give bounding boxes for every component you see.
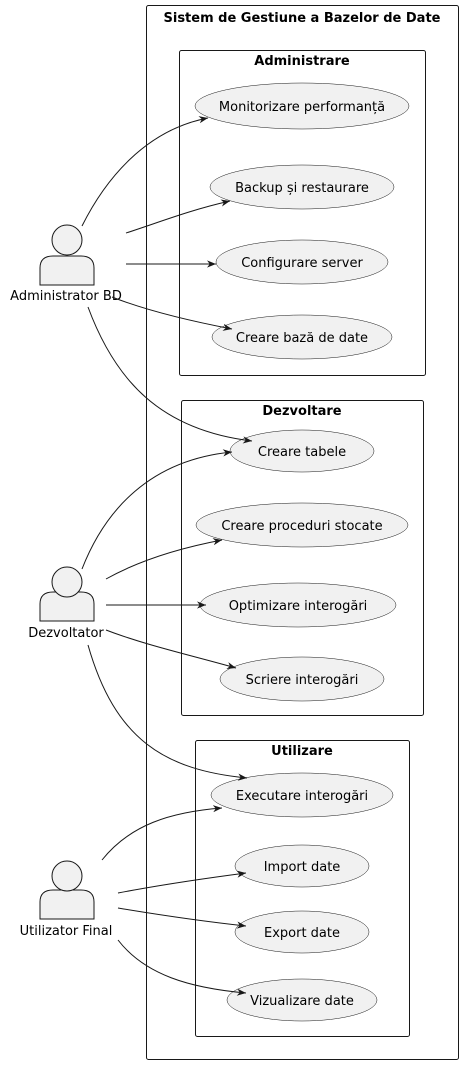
use-case-label: Scriere interogări xyxy=(246,673,359,688)
edge-user-vizualizare xyxy=(117,939,247,996)
system-title: Sistem de Gestiune a Bazelor de Date xyxy=(164,11,441,26)
actor-label: Dezvoltator xyxy=(28,626,104,641)
use-case-backup-restaurare: Backup și restaurare xyxy=(209,164,395,210)
edge-dev-creare-tabele xyxy=(81,449,233,570)
package-utilizare: Utilizare Executare interogări Import da… xyxy=(195,740,410,1037)
use-case-creare-proceduri-stocate: Creare proceduri stocate xyxy=(195,502,409,548)
use-case-import-date: Import date xyxy=(234,844,370,888)
edge-user-executare xyxy=(101,805,223,861)
edge-admin-creare-tabele xyxy=(87,306,253,444)
edge-admin-creare-baza xyxy=(111,296,233,331)
package-administrare: Administrare Monitorizare performanță Ba… xyxy=(179,50,426,376)
use-case-label: Monitorizare performanță xyxy=(219,100,385,115)
actor-label: Administrator BD xyxy=(10,289,122,304)
use-case-label: Creare bază de date xyxy=(236,331,368,346)
use-case-creare-tabele: Creare tabele xyxy=(229,429,375,473)
edge-admin-backup xyxy=(125,199,231,234)
actor-dezvoltator: Dezvoltator xyxy=(28,566,104,641)
system-boundary: Sistem de Gestiune a Bazelor de Date xyxy=(146,5,459,1060)
use-case-label: Configurare server xyxy=(241,256,363,271)
edge-user-export xyxy=(117,907,247,929)
use-case-scriere-interogari: Scriere interogări xyxy=(219,656,385,702)
actor-icon xyxy=(39,255,95,286)
actor-icon xyxy=(39,889,95,920)
use-case-executare-interogari: Executare interogări xyxy=(210,772,394,818)
package-title-dezvoltare: Dezvoltare xyxy=(262,404,341,419)
edge-dev-proceduri xyxy=(105,538,223,580)
use-case-monitorizare-performanta: Monitorizare performanță xyxy=(194,82,410,130)
use-case-label: Backup și restaurare xyxy=(235,181,369,196)
edge-admin-monitorizare xyxy=(81,116,209,227)
package-title-utilizare: Utilizare xyxy=(271,744,333,759)
edge-dev-executare xyxy=(87,644,248,781)
use-case-label: Vizualizare date xyxy=(250,994,354,1009)
use-case-configurare-server: Configurare server xyxy=(215,239,389,285)
actor-utilizator-final: Utilizator Final xyxy=(20,860,113,939)
use-case-optimizare-interogari: Optimizare interogări xyxy=(199,582,397,628)
actor-label: Utilizator Final xyxy=(20,924,113,939)
use-case-export-date: Export date xyxy=(234,910,370,954)
associations xyxy=(81,116,253,996)
use-case-label: Creare proceduri stocate xyxy=(221,519,382,534)
use-case-label: Executare interogări xyxy=(236,789,368,804)
use-case-label: Import date xyxy=(264,860,341,875)
edge-dev-scriere xyxy=(105,629,237,670)
actor-administrator-bd: Administrator BD xyxy=(10,224,122,304)
use-case-label: Creare tabele xyxy=(258,445,346,460)
actor-icon xyxy=(39,591,95,622)
use-case-label: Export date xyxy=(264,926,340,941)
edge-user-import xyxy=(117,870,247,894)
package-dezvoltare: Dezvoltare Creare tabele Creare procedur… xyxy=(181,400,424,716)
use-case-creare-baza-de-date: Creare bază de date xyxy=(211,314,393,360)
package-title-administrare: Administrare xyxy=(254,54,350,69)
use-case-vizualizare-date: Vizualizare date xyxy=(226,978,378,1022)
use-case-label: Optimizare interogări xyxy=(229,599,368,614)
